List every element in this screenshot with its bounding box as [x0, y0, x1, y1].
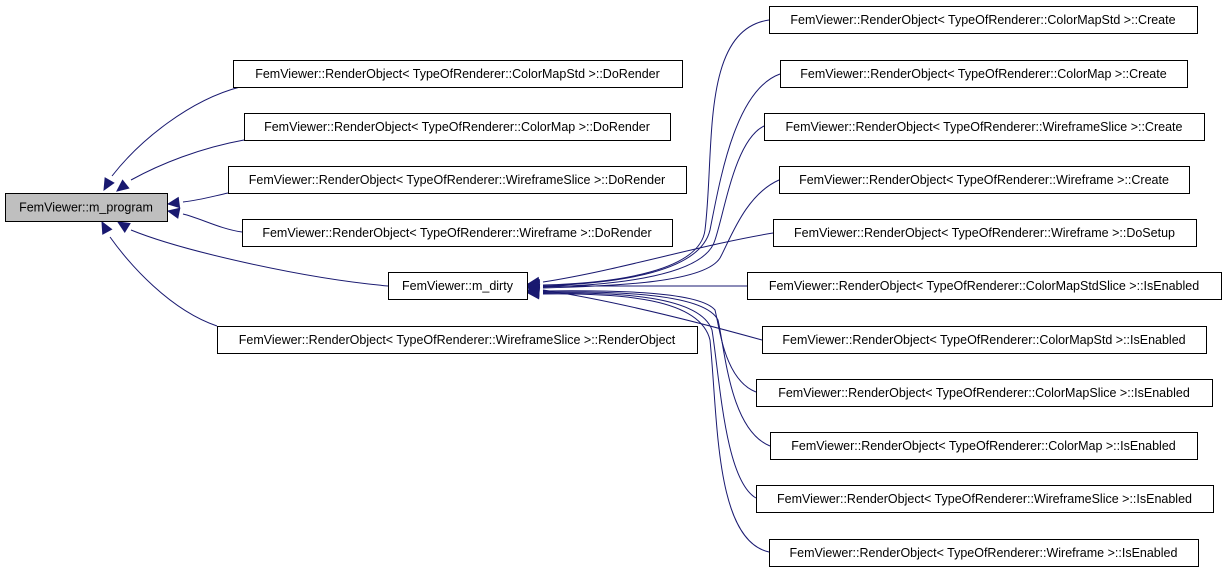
edge-line — [542, 290, 757, 393]
nodes-layer: FemViewer::m_programFemViewer::RenderObj… — [5, 6, 1222, 567]
node-box[interactable] — [747, 272, 1222, 300]
edge-line — [542, 293, 770, 553]
node-label: FemViewer::RenderObject< TypeOfRenderer:… — [800, 67, 1166, 81]
edge-line — [542, 292, 757, 499]
node-label: FemViewer::RenderObject< TypeOfRenderer:… — [239, 333, 676, 347]
node-label: FemViewer::RenderObject< TypeOfRenderer:… — [262, 226, 651, 240]
node-box[interactable] — [244, 113, 671, 141]
graph-node[interactable]: FemViewer::RenderObject< TypeOfRenderer:… — [228, 166, 687, 194]
edge-line — [109, 236, 218, 327]
graph-node[interactable]: FemViewer::m_dirty — [388, 272, 528, 300]
edge-line — [130, 139, 245, 181]
edge-line — [542, 291, 771, 447]
arrowhead — [116, 221, 131, 233]
arrowhead — [103, 177, 115, 192]
graph-node[interactable]: FemViewer::RenderObject< TypeOfRenderer:… — [762, 326, 1207, 354]
node-label: FemViewer::RenderObject< TypeOfRenderer:… — [249, 173, 665, 187]
node-box[interactable] — [242, 219, 673, 247]
node-label: FemViewer::RenderObject< TypeOfRenderer:… — [782, 333, 1185, 347]
node-box[interactable] — [388, 272, 528, 300]
edge-line — [182, 213, 243, 233]
graph-node[interactable]: FemViewer::RenderObject< TypeOfRenderer:… — [756, 485, 1214, 513]
edge-line — [542, 73, 781, 287]
node-label: FemViewer::m_dirty — [402, 279, 514, 293]
node-box[interactable] — [5, 193, 168, 222]
node-label: FemViewer::RenderObject< TypeOfRenderer:… — [794, 226, 1175, 240]
graph-node[interactable]: FemViewer::RenderObject< TypeOfRenderer:… — [780, 60, 1188, 88]
node-box[interactable] — [773, 219, 1197, 247]
node-box[interactable] — [764, 113, 1205, 141]
graph-node[interactable]: FemViewer::RenderObject< TypeOfRenderer:… — [233, 60, 683, 88]
node-label: FemViewer::RenderObject< TypeOfRenderer:… — [790, 13, 1175, 27]
graph-node[interactable]: FemViewer::RenderObject< TypeOfRenderer:… — [747, 272, 1222, 300]
node-box[interactable] — [769, 539, 1199, 567]
node-label: FemViewer::RenderObject< TypeOfRenderer:… — [790, 546, 1178, 560]
edge-line — [130, 229, 389, 287]
node-box[interactable] — [228, 166, 687, 194]
edge-line — [542, 125, 765, 288]
edge-line — [542, 232, 774, 283]
edge-line — [542, 19, 770, 286]
edge-n17-to-n5 — [526, 288, 770, 553]
node-label: FemViewer::RenderObject< TypeOfRenderer:… — [255, 67, 660, 81]
node-label: FemViewer::RenderObject< TypeOfRenderer:… — [769, 279, 1199, 293]
node-label: FemViewer::RenderObject< TypeOfRenderer:… — [786, 120, 1183, 134]
edge-line — [182, 192, 229, 203]
graph-node[interactable]: FemViewer::RenderObject< TypeOfRenderer:… — [779, 166, 1190, 194]
edge-n4-to-n0 — [166, 207, 243, 233]
graph-node[interactable]: FemViewer::RenderObject< TypeOfRenderer:… — [770, 432, 1198, 460]
graph-node[interactable]: FemViewer::RenderObject< TypeOfRenderer:… — [773, 219, 1197, 247]
node-label: FemViewer::RenderObject< TypeOfRenderer:… — [791, 439, 1176, 453]
node-box[interactable] — [756, 379, 1213, 407]
node-box[interactable] — [769, 6, 1198, 34]
arrowhead — [166, 196, 181, 209]
edge-n5-to-n0 — [116, 221, 389, 287]
graph-node[interactable]: FemViewer::RenderObject< TypeOfRenderer:… — [769, 6, 1198, 34]
edge-n6-to-n0 — [101, 220, 218, 327]
arrowhead — [166, 207, 181, 219]
edge-n12-to-n5 — [526, 280, 748, 292]
edge-line — [111, 86, 241, 177]
node-label: FemViewer::RenderObject< TypeOfRenderer:… — [264, 120, 650, 134]
node-label: FemViewer::RenderObject< TypeOfRenderer:… — [799, 173, 1169, 187]
node-label: FemViewer::m_program — [19, 201, 153, 215]
node-box[interactable] — [217, 326, 698, 354]
node-label: FemViewer::RenderObject< TypeOfRenderer:… — [777, 492, 1192, 506]
node-box[interactable] — [779, 166, 1190, 194]
graph-node[interactable]: FemViewer::RenderObject< TypeOfRenderer:… — [217, 326, 698, 354]
graph-node[interactable]: FemViewer::RenderObject< TypeOfRenderer:… — [769, 539, 1199, 567]
arrowhead — [101, 220, 113, 235]
graph-node[interactable]: FemViewer::RenderObject< TypeOfRenderer:… — [242, 219, 673, 247]
arrowhead — [526, 288, 540, 300]
edges-layer — [101, 19, 781, 553]
edge-n3-to-n0 — [166, 192, 229, 209]
node-label: FemViewer::RenderObject< TypeOfRenderer:… — [778, 386, 1190, 400]
graph-node[interactable]: FemViewer::RenderObject< TypeOfRenderer:… — [756, 379, 1213, 407]
graph-node[interactable]: FemViewer::RenderObject< TypeOfRenderer:… — [764, 113, 1205, 141]
node-box[interactable] — [770, 432, 1198, 460]
graph-root-node[interactable]: FemViewer::m_program — [5, 193, 168, 222]
node-box[interactable] — [762, 326, 1207, 354]
graph-node[interactable]: FemViewer::RenderObject< TypeOfRenderer:… — [244, 113, 671, 141]
node-box[interactable] — [233, 60, 683, 88]
node-box[interactable] — [756, 485, 1214, 513]
edge-n2-to-n0 — [116, 139, 245, 192]
arrowhead — [116, 179, 130, 192]
edge-n1-to-n0 — [103, 86, 241, 192]
node-box[interactable] — [780, 60, 1188, 88]
